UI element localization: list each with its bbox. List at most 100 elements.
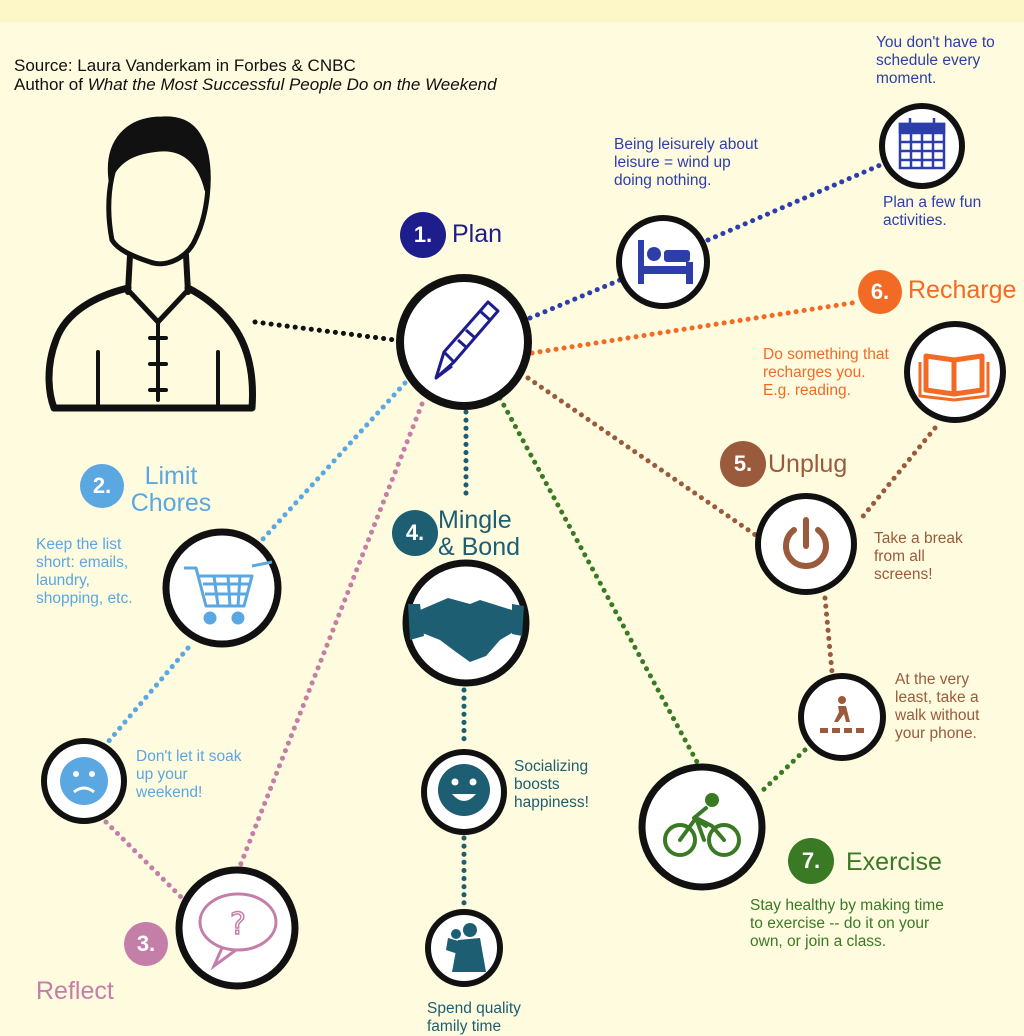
note-recharge: Do something that recharges you. E.g. re… (763, 346, 889, 400)
note-line: doing nothing. (614, 172, 712, 189)
exercise-node (638, 763, 766, 891)
bed-icon (638, 240, 693, 284)
sad-face-icon (60, 757, 108, 805)
step-1-title: Plan (452, 220, 503, 248)
note-line: You don't have to (876, 34, 995, 51)
connector-recharge-unplug (857, 425, 938, 523)
source-line-1: Source: Laura Vanderkam in Forbes & CNBC (14, 56, 356, 75)
smiley-face-icon (438, 764, 490, 816)
step-1-badge: 1. (400, 212, 446, 258)
connector-walk-exercise (757, 747, 808, 796)
note-line: least, take a (895, 689, 979, 706)
step-6-badge: 6. (858, 270, 902, 314)
note-line: family time (427, 1018, 502, 1035)
connector-person-plan (252, 319, 398, 343)
top-banner (0, 0, 1024, 22)
connector-plan-leisure (527, 277, 623, 321)
step-6-title: Recharge (908, 276, 1017, 304)
note-chores: Keep the list short: emails, laundry, sh… (36, 536, 133, 608)
note-leisure: Being leisurely about leisure = wind up … (614, 136, 758, 190)
note-line: up your (136, 766, 188, 783)
note-line: Plan a few fun (883, 194, 982, 211)
calendar-icon (898, 118, 946, 170)
step-4-title-line-2: & Bond (438, 533, 521, 561)
note-walk: At the very least, take a walk without y… (895, 671, 979, 743)
note-line: Do something that (763, 346, 889, 363)
shopping-cart-icon (184, 560, 273, 625)
note-line: activities. (883, 212, 947, 229)
note-line: short: emails, (36, 554, 129, 571)
note-line: Keep the list (36, 536, 122, 553)
note-sad: Don't let it soak up your weekend! (136, 748, 241, 802)
step-5-title: Unplug (768, 450, 848, 478)
leisure-node (616, 215, 710, 309)
note-line: your phone. (895, 725, 977, 742)
question-bubble-icon: ? (198, 892, 278, 971)
note-line: Stay healthy by making time (750, 897, 944, 914)
note-line: At the very (895, 671, 970, 688)
note-line: Being leisurely about (614, 136, 758, 153)
svg-text:?: ? (230, 907, 246, 942)
note-line: own, or join a class. (750, 933, 887, 950)
note-line: shopping, etc. (36, 590, 133, 607)
connector-plan-recharge (529, 299, 861, 356)
pencil-icon (434, 300, 500, 380)
parent-child-icon (446, 923, 486, 972)
connector-sad-reflect (103, 819, 185, 901)
note-line: Socializing (514, 758, 589, 775)
connector-plan-exercise (497, 395, 700, 765)
note-line: moment. (876, 70, 937, 87)
note-line: from all (874, 548, 925, 565)
step-2-title-line-2: Chores (130, 489, 212, 517)
step-4-title: Mingle & Bond (438, 507, 520, 561)
power-icon (783, 517, 829, 569)
note-unplug: Take a break from all screens! (874, 530, 963, 584)
step-7-badge: 7. (788, 838, 834, 884)
note-line: weekend! (136, 784, 203, 801)
source-author-prefix: Author of (14, 75, 88, 94)
open-book-icon (918, 353, 990, 402)
note-line: boosts (514, 776, 560, 793)
connector-chores-sad (105, 645, 191, 745)
step-2-title: Limit Chores (126, 463, 216, 517)
connector-plan-reflect (237, 401, 425, 869)
note-social: Socializing boosts happiness! (514, 758, 589, 812)
step-4-badge: 4. (392, 510, 438, 556)
book-title: What the Most Successful People Do on th… (87, 75, 497, 94)
source-citation: Source: Laura Vanderkam in Forbes & CNBC… (14, 56, 497, 94)
note-line: schedule every (876, 52, 981, 69)
note-line: Take a break (874, 530, 963, 547)
note-fun-activities: Plan a few fun activities. (883, 194, 981, 230)
note-line: Spend quality (427, 1000, 521, 1017)
step-2-badge: 2. (80, 464, 124, 508)
note-line: to exercise -- do it on your (750, 915, 930, 932)
connector-plan-chores (259, 380, 408, 543)
chores-node (162, 528, 282, 648)
connectors (103, 160, 938, 907)
note-line: screens! (874, 566, 933, 583)
step-5-badge: 5. (720, 441, 766, 487)
note-line: leisure = wind up (614, 154, 731, 171)
pedestrian-crossing-icon (820, 696, 864, 733)
reflect-node (175, 866, 299, 990)
note-line: Don't let it soak (136, 748, 242, 765)
step-7-title: Exercise (846, 848, 942, 876)
bicycle-icon (663, 793, 741, 857)
note-exercise: Stay healthy by making time to exercise … (750, 897, 944, 951)
connector-plan-unplug (525, 375, 760, 539)
step-2-title-line-1: Limit (144, 462, 198, 490)
note-line: E.g. reading. (763, 382, 851, 399)
note-family: Spend quality family time (427, 1000, 521, 1036)
step-4-title-line-1: Mingle (438, 506, 512, 534)
note-line: happiness! (514, 794, 589, 811)
connector-leisure-schedule (705, 160, 888, 243)
handshake-icon (408, 598, 524, 662)
person-silhouette-icon (45, 116, 256, 412)
source-line-2: Author of What the Most Successful Peopl… (14, 75, 497, 94)
walk-node (798, 673, 886, 761)
note-line: recharges you. (763, 364, 866, 381)
connector-unplug-walk (822, 595, 835, 675)
step-3-title: Reflect (36, 977, 114, 1005)
step-3-badge: 3. (124, 922, 168, 966)
